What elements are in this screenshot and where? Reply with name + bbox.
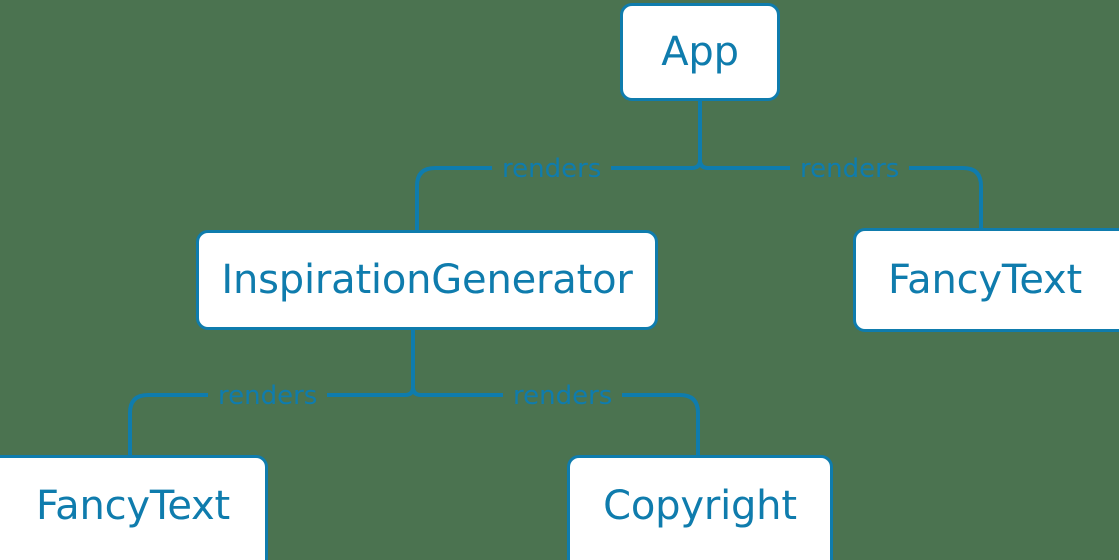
node-copyright[interactable]: Copyright	[567, 455, 833, 560]
node-fancytext-right[interactable]: FancyText	[853, 228, 1119, 332]
edge-ig-trunk-left	[404, 386, 415, 397]
node-app[interactable]: App	[620, 3, 780, 101]
node-fancytext-bottom[interactable]: FancyText	[0, 455, 268, 560]
edge-app-trunk	[698, 101, 709, 170]
edge-ig-trunk	[411, 330, 422, 397]
node-app-label: App	[661, 29, 739, 75]
edge-label-app-to-inspiration-generator: renders	[492, 156, 612, 182]
node-inspiration-generator-label: InspirationGenerator	[221, 257, 633, 303]
edge-label-app-to-fancytext: renders	[790, 156, 910, 182]
node-fancytext-right-label: FancyText	[888, 257, 1082, 303]
node-copyright-label: Copyright	[603, 483, 797, 529]
node-inspiration-generator[interactable]: InspirationGenerator	[196, 230, 658, 330]
edge-label-inspiration-generator-to-fancytext: renders	[208, 383, 328, 409]
node-fancytext-bottom-label: FancyText	[36, 483, 230, 529]
edge-app-trunk-left	[691, 159, 702, 170]
edge-label-inspiration-generator-to-copyright: renders	[503, 383, 623, 409]
